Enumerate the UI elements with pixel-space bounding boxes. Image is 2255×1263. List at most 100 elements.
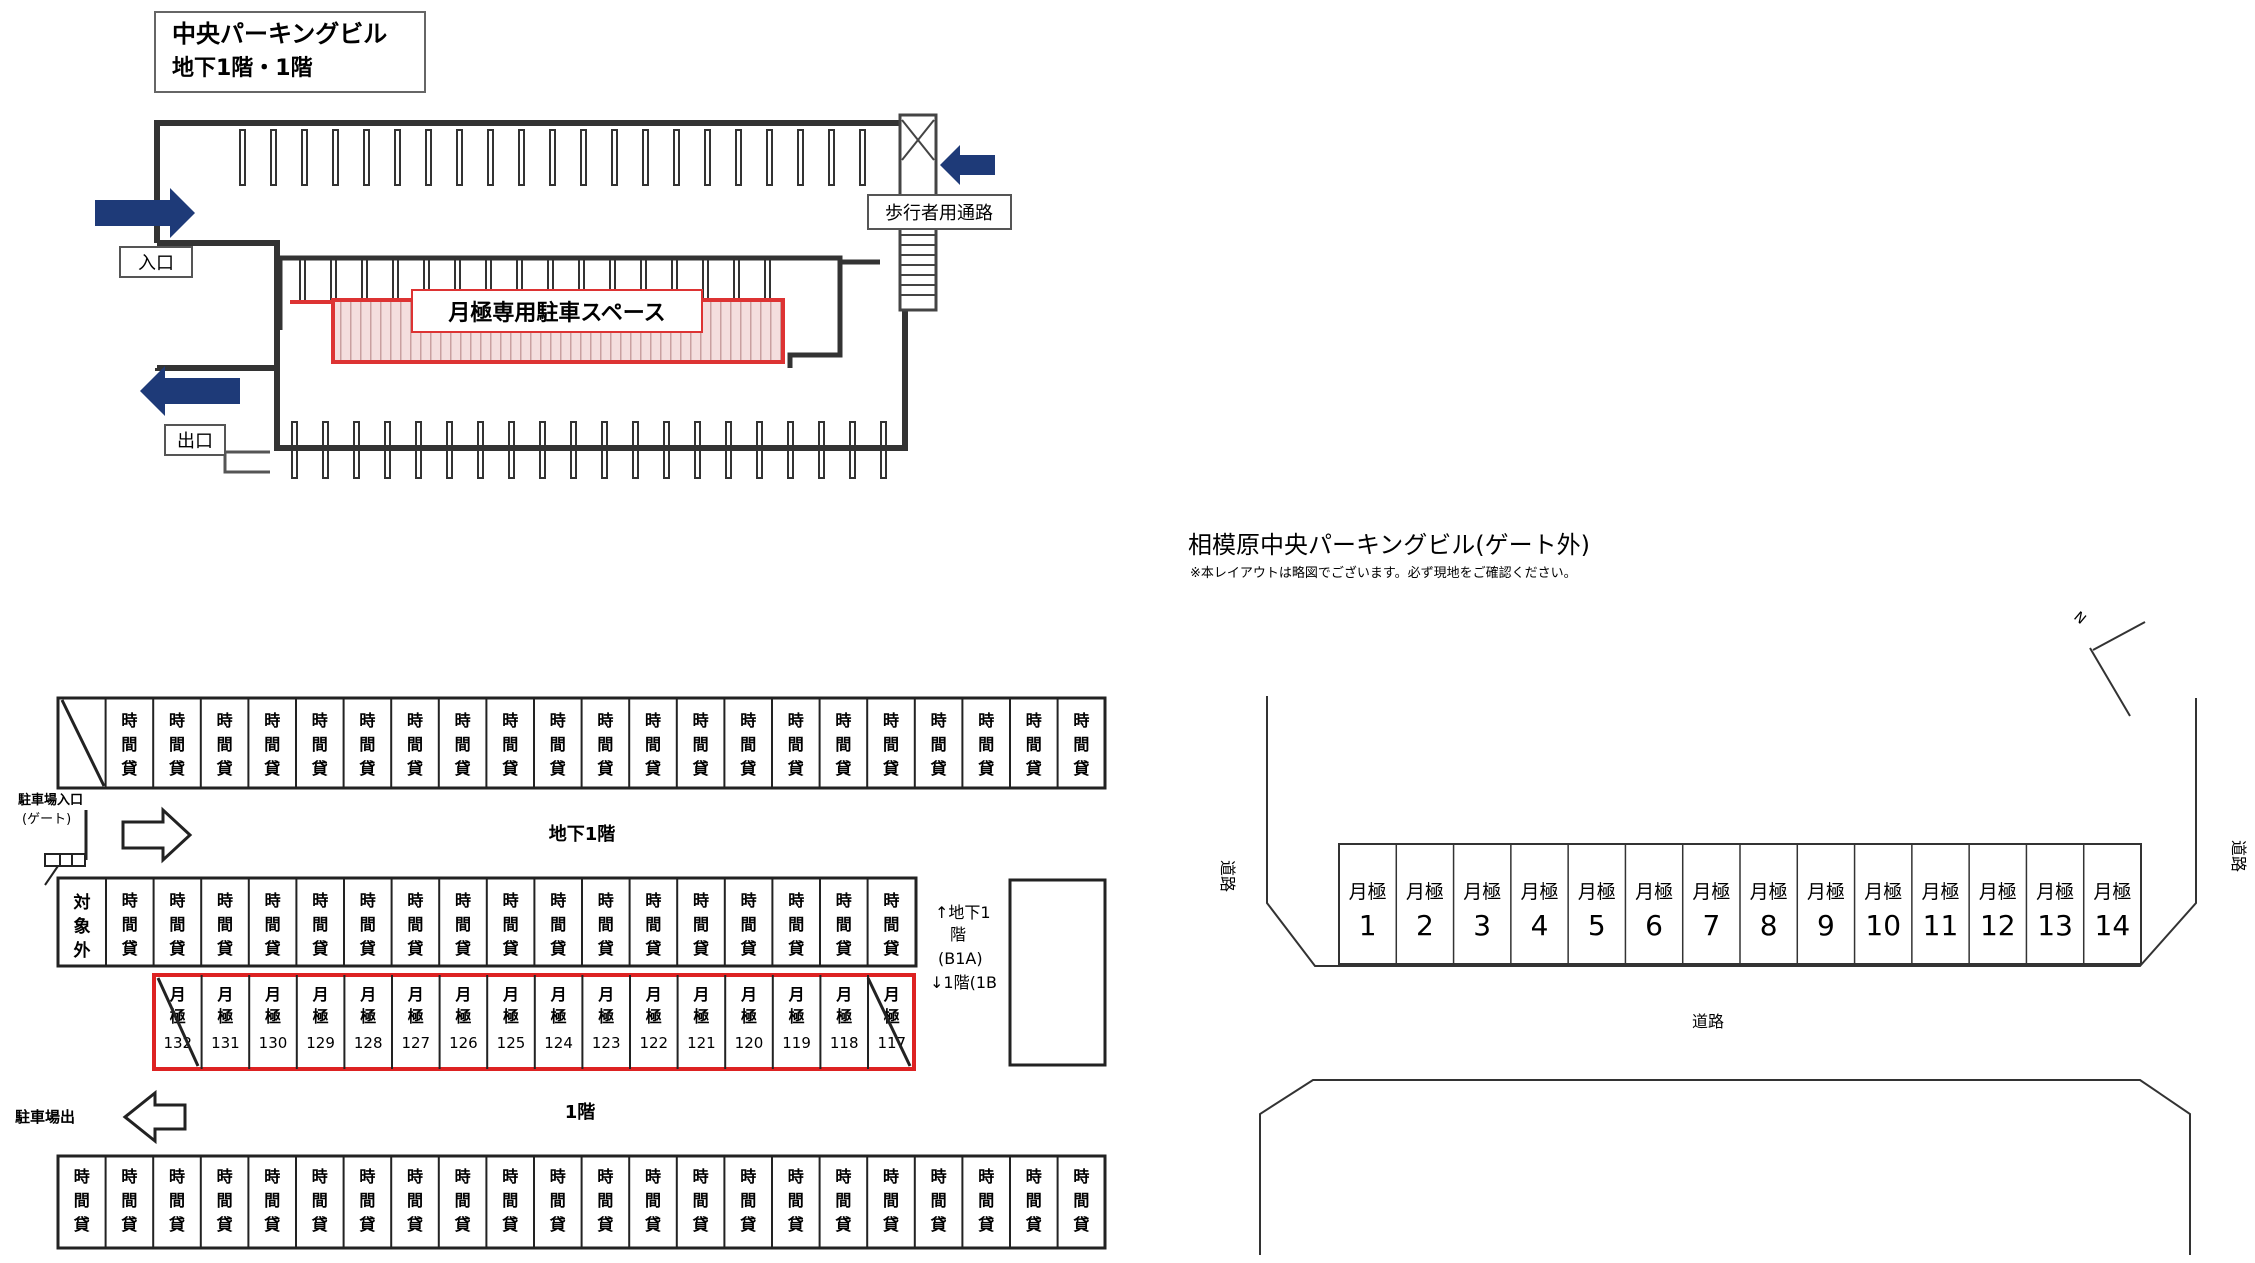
hourly-label: 間 — [312, 1191, 328, 1210]
hourly-label: 貸 — [264, 939, 281, 958]
hourly-label: 時 — [169, 1167, 185, 1186]
stall-mark — [487, 129, 494, 186]
hourly-label: 間 — [407, 735, 423, 754]
hourly-label: 間 — [217, 735, 233, 754]
hourly-label: 間 — [883, 915, 899, 934]
space-number: 14 — [2095, 909, 2131, 942]
outer-wall — [154, 120, 908, 451]
hourly-label: 時 — [931, 711, 947, 730]
hourly-label: 時 — [597, 711, 613, 730]
hourly-label: 貸 — [787, 1215, 804, 1234]
exit-booth — [223, 450, 270, 474]
stair-steps — [900, 119, 936, 296]
space-label: 月極 — [1750, 881, 1788, 903]
hourly-label: 間 — [931, 1191, 947, 1210]
hourly-label: 時 — [121, 711, 137, 730]
hourly-label: 間 — [978, 1191, 994, 1210]
monthly-stall-label: 月 — [216, 985, 233, 1004]
stall-mark — [764, 257, 771, 303]
hourly-label: 時 — [550, 1167, 566, 1186]
hourly-label: 時 — [359, 711, 375, 730]
hourly-label: 貸 — [835, 939, 852, 958]
space-label: 月極 — [1520, 881, 1558, 903]
space-label: 月極 — [1349, 881, 1387, 903]
hourly-label: 時 — [407, 891, 423, 910]
hourly-label: 貸 — [501, 1215, 518, 1234]
monthly-stall-label: 極 — [597, 1007, 614, 1026]
hourly-label: 貸 — [406, 759, 423, 778]
hourly-label: 間 — [693, 915, 709, 934]
space-number: 1 — [1359, 909, 1377, 942]
monthly-stall-label: 極 — [454, 1007, 471, 1026]
monthly-row-stalls: 月極132月極131月極130月極129月極128月極127月極126月極125… — [163, 975, 906, 1069]
hourly-label: 貸 — [596, 759, 613, 778]
hourly-label: 貸 — [454, 1215, 471, 1234]
inner-wall — [277, 255, 843, 368]
parking-exit-label: 駐車場出 — [15, 1108, 75, 1126]
hourly-label: 貸 — [120, 759, 137, 778]
monthly-stall-number: 120 — [735, 1034, 764, 1052]
hourly-label: 貸 — [501, 759, 518, 778]
upper-floor-plan: 中央パーキングビル 地下1階・1階 月極専用駐車スペース 入口 — [95, 11, 1012, 479]
stall-mark — [673, 129, 680, 186]
north-needle — [2089, 647, 2131, 717]
hourly-label: 時 — [978, 711, 994, 730]
hourly-label: 貸 — [121, 939, 138, 958]
monthly-stall-label: 月 — [883, 985, 900, 1004]
hourly-label: 間 — [407, 1191, 423, 1210]
hourly-label: 貸 — [263, 1215, 280, 1234]
hourly-label: 間 — [788, 1191, 804, 1210]
hourly-label: 時 — [883, 891, 899, 910]
space-label: 月極 — [1921, 881, 1959, 903]
monthly-stall-label: 月 — [454, 985, 471, 1004]
hourly-label: 時 — [312, 1167, 328, 1186]
entrance-label-box — [119, 246, 193, 278]
monthly-stall-number: 130 — [259, 1034, 288, 1052]
hourly-label: 間 — [1026, 1191, 1042, 1210]
hourly-label: 間 — [265, 915, 281, 934]
road-bottom-label: 道路 — [1692, 1012, 1724, 1031]
hourly-label: 貸 — [311, 1215, 328, 1234]
hourly-label: 貸 — [454, 939, 471, 958]
hourly-label: 間 — [1073, 735, 1089, 754]
hourly-label: 間 — [455, 1191, 471, 1210]
hourly-label: 間 — [169, 1191, 185, 1210]
hourly-label: 時 — [122, 891, 138, 910]
hourly-label: 間 — [360, 915, 376, 934]
exit-label-box — [164, 424, 226, 456]
hourly-label: 貸 — [1025, 1215, 1042, 1234]
monthly-stall-number: 117 — [877, 1034, 906, 1052]
hourly-label: 時 — [407, 711, 423, 730]
monthly-stall-label: 極 — [788, 1007, 805, 1026]
north-label: N — [2070, 609, 2088, 628]
hourly-label: 間 — [312, 735, 328, 754]
hourly-label: 時 — [550, 711, 566, 730]
monthly-spaces: 月極1月極2月極3月極4月極5月極6月極7月極8月極9月極10月極11月極12月… — [1349, 844, 2131, 964]
hourly-label: 貸 — [454, 759, 471, 778]
space-number: 13 — [2037, 909, 2073, 942]
hourly-label: 時 — [835, 711, 851, 730]
hourly-label: 貸 — [358, 759, 375, 778]
stall-mark — [766, 129, 773, 186]
monthly-stall-label: 極 — [359, 1007, 376, 1026]
hourly-label: 貸 — [168, 759, 185, 778]
hourly-label: 間 — [1073, 1191, 1089, 1210]
upper-title-line1: 中央パーキングビル — [172, 20, 387, 48]
monthly-stall-label: 極 — [835, 1007, 852, 1026]
monthly-stall-label: 月 — [407, 985, 424, 1004]
hourly-label: 貸 — [787, 759, 804, 778]
hourly-label: 貸 — [263, 759, 280, 778]
monthly-stall-label: 極 — [692, 1007, 709, 1026]
ramp-label-1: ↑地下1 — [935, 903, 991, 922]
stall-mark — [330, 257, 337, 303]
stall-mark — [601, 421, 608, 479]
hourly-label: 時 — [169, 711, 185, 730]
hourly-label: 時 — [502, 711, 518, 730]
hourly-label: 貸 — [359, 939, 376, 958]
stall-mark — [363, 129, 370, 186]
hourly-label: 時 — [217, 711, 233, 730]
space-number: 5 — [1588, 909, 1606, 942]
ramp-label-2: 階 — [950, 925, 966, 944]
hourly-label: 時 — [455, 711, 471, 730]
hourly-label: 貸 — [406, 939, 423, 958]
